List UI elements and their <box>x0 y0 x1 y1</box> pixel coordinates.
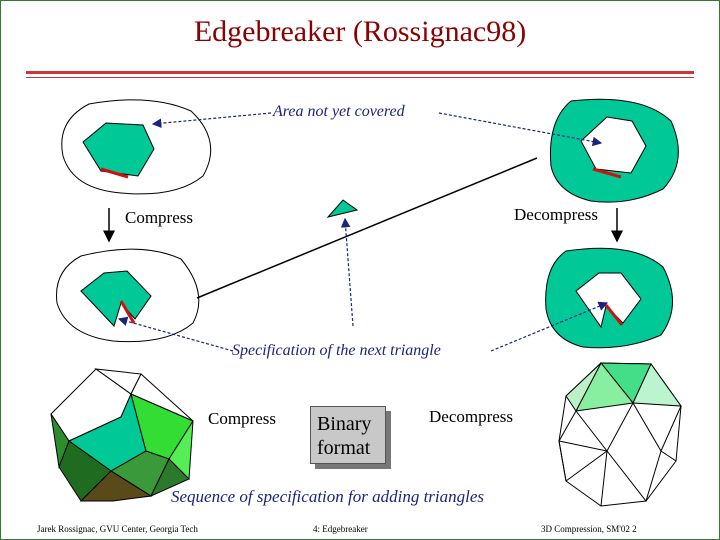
binary-format-line2: format <box>317 437 371 459</box>
spec-next-triangle-label: Specification of the next triangle <box>232 342 441 359</box>
footer-center: 4: Edgebreaker <box>313 524 368 534</box>
next-triangle-icon <box>326 199 359 218</box>
gate-edge-bottom-right <box>604 304 624 326</box>
compress-flow-line <box>196 157 538 299</box>
gate-edge-top-left <box>100 167 129 179</box>
right-polyhedron <box>558 362 683 507</box>
top-right-mesh <box>549 98 679 203</box>
compress-label-top: Compress <box>125 208 193 227</box>
bottom-left-mesh <box>56 248 200 343</box>
gate-edge-bottom-left <box>119 300 136 324</box>
binary-format-line1: Binary <box>317 413 372 435</box>
slide-title: Edgebreaker (Rossignac98) <box>193 15 527 48</box>
decompress-label-bottom: Decompress <box>429 407 514 426</box>
area-arrow-right <box>438 112 603 147</box>
title-rule-thin <box>26 77 694 78</box>
top-left-mesh <box>61 99 212 195</box>
title-rule-thick <box>26 71 694 74</box>
gate-edge-top-right <box>592 167 622 179</box>
area-not-covered-label: Area not yet covered <box>273 103 405 120</box>
binary-format-box: Binary format <box>310 406 386 464</box>
footer-left: Jarek Rossignac, GVU Center, Georgia Tec… <box>37 524 198 534</box>
footer-right: 3D Compression, SM'02 2 <box>541 524 637 534</box>
left-polyhedron <box>50 368 194 502</box>
sequence-label: Sequence of specification for adding tri… <box>171 487 485 506</box>
bottom-right-mesh <box>545 247 673 349</box>
compress-label-bottom: Compress <box>208 409 276 428</box>
decompress-label-top: Decompress <box>514 205 599 224</box>
spec-arrow-up <box>340 217 354 327</box>
spec-arrow-right <box>490 301 609 352</box>
